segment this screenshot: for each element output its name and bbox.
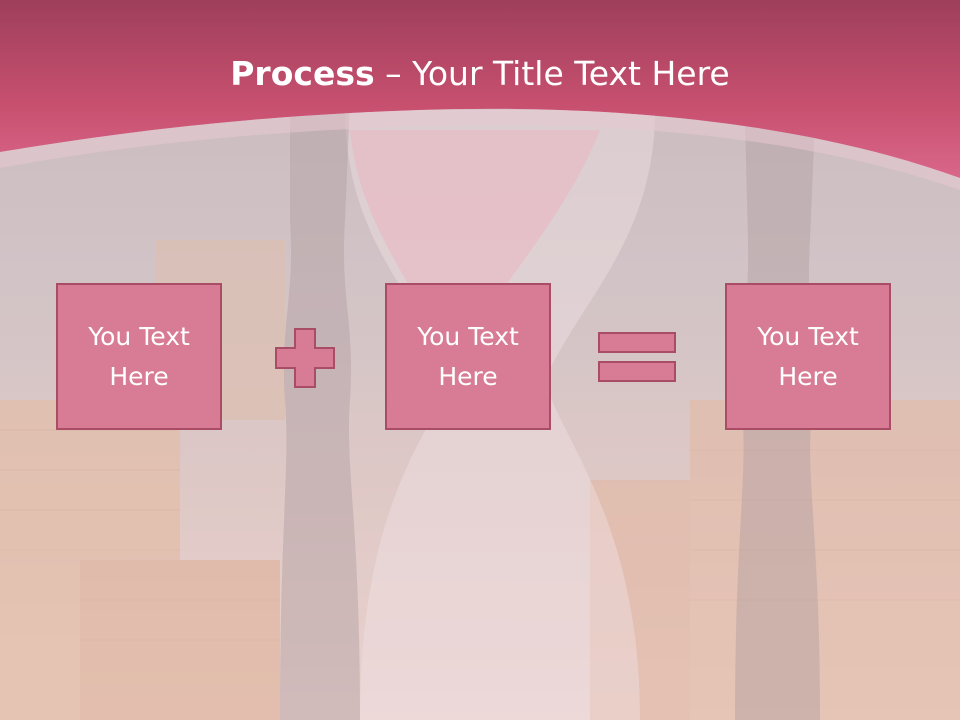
slide-title: Process – Your Title Text Here: [0, 52, 960, 96]
title-rest: Your Title Text Here: [412, 54, 730, 93]
header-banner: [0, 0, 960, 190]
title-separator: –: [374, 54, 413, 93]
process-box-3[interactable]: You Text Here: [725, 283, 891, 430]
plus-icon: [275, 328, 335, 388]
equals-icon: [598, 332, 676, 382]
process-box-2[interactable]: You Text Here: [385, 283, 551, 430]
title-bold: Process: [230, 54, 375, 93]
process-box-1[interactable]: You Text Here: [56, 283, 222, 430]
